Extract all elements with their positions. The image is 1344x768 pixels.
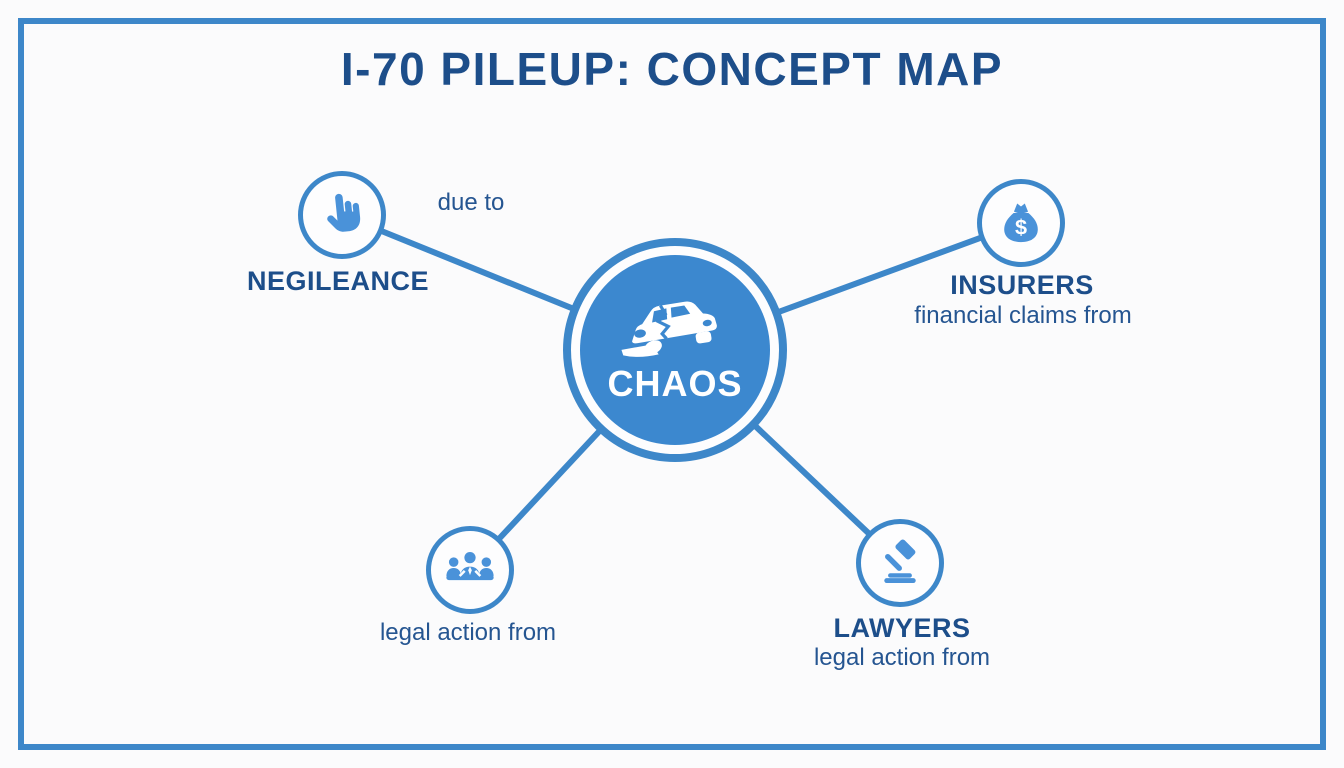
money-bag-icon: $ xyxy=(1004,203,1038,243)
node-chaos-disk: CHAOS xyxy=(580,255,770,445)
node-crash-victims-subtitle: legal action from xyxy=(379,619,557,646)
node-insurers-title: INSURERS xyxy=(950,270,1094,300)
node-insurers-subtitle: financial claims from xyxy=(914,302,1132,329)
node-negligence-title: NEGILEANCE xyxy=(246,266,430,296)
node-chaos: CHAOS xyxy=(563,238,787,462)
node-lawyers-circle xyxy=(856,519,944,607)
node-negligence-circle xyxy=(298,171,386,259)
edge-label-due-to: due to xyxy=(437,189,505,216)
node-lawyers-title: LAWYERS xyxy=(833,613,971,643)
pointing-hand-icon xyxy=(327,193,361,232)
node-crash-victims-circle xyxy=(426,526,514,614)
node-lawyers-subtitle: legal action from xyxy=(813,644,991,671)
page-title: I-70 PILEUP: CONCEPT MAP xyxy=(340,43,1004,95)
node-insurers-circle: $ xyxy=(977,179,1065,267)
svg-text:$: $ xyxy=(1015,214,1027,239)
people-meeting-icon xyxy=(446,552,494,581)
car-crash-icon xyxy=(621,301,717,357)
gavel-icon xyxy=(884,539,916,584)
node-chaos-label: CHAOS xyxy=(607,363,743,404)
